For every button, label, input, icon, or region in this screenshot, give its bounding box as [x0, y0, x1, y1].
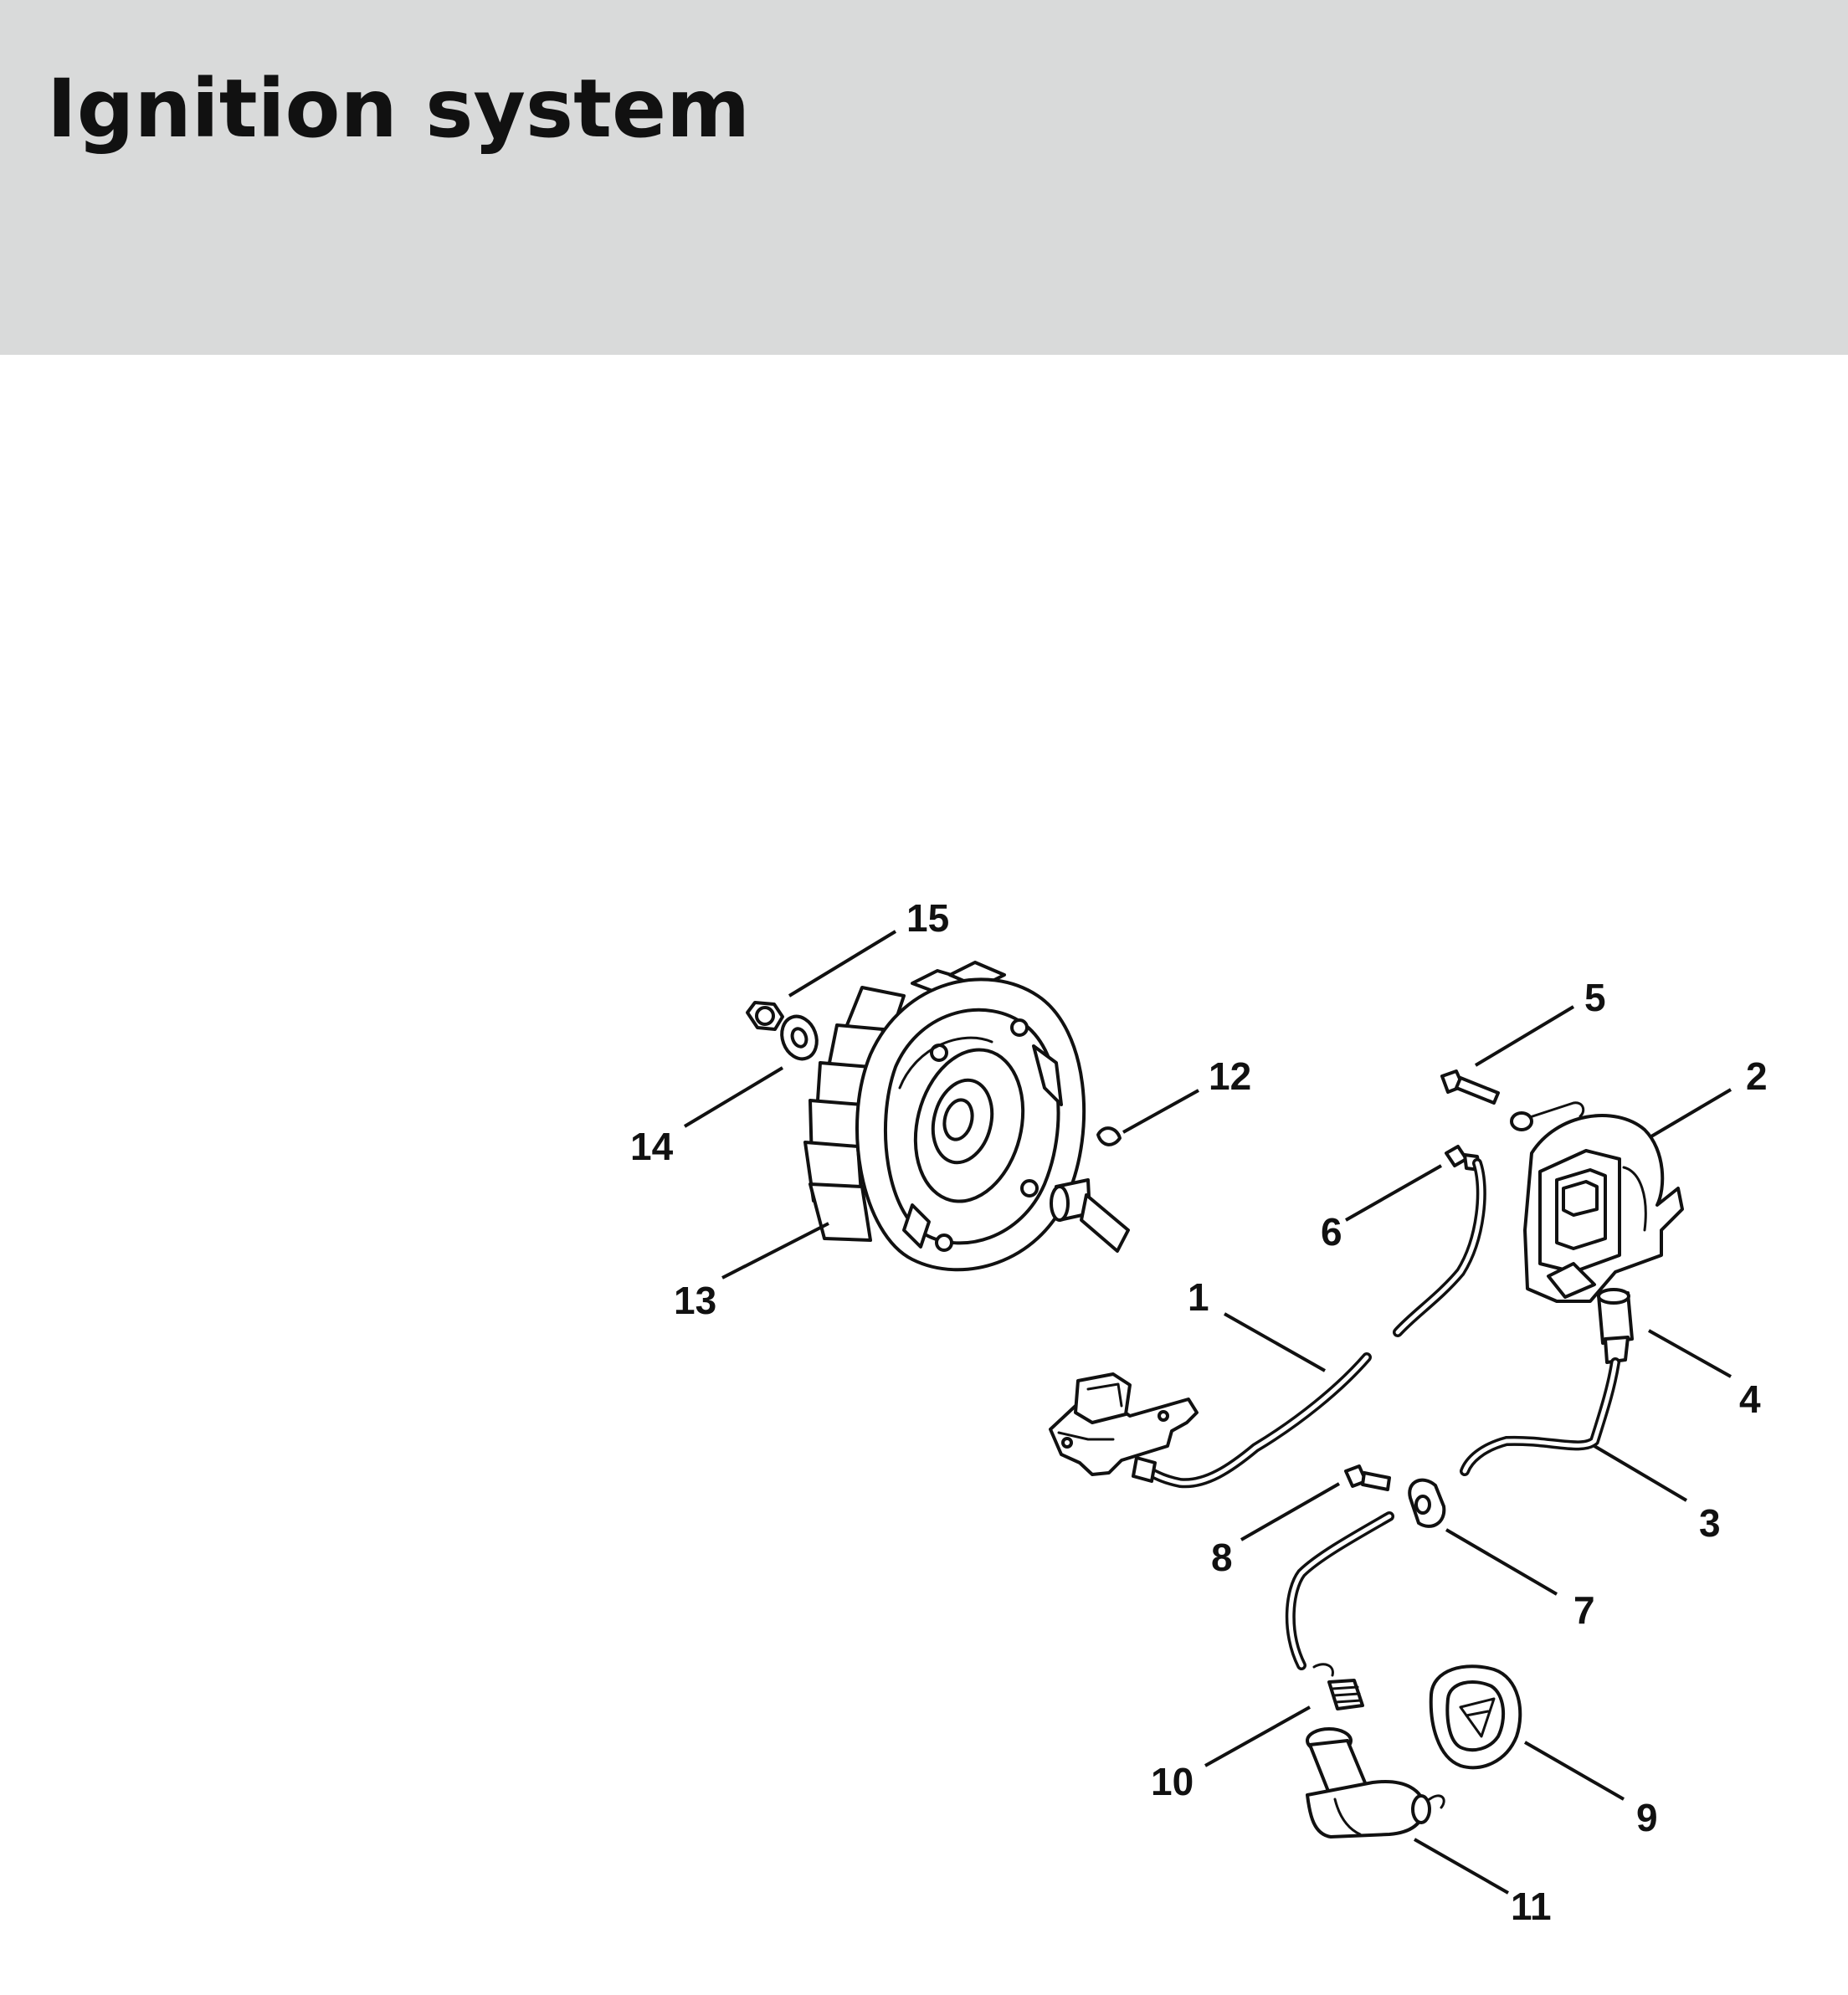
crankshaft-stub: [1050, 1178, 1130, 1253]
lead-to-plug-boot: [1285, 1511, 1394, 1670]
leader-5: [1474, 1005, 1575, 1067]
leader-1: [1224, 1312, 1326, 1372]
part-1-short-circuit-wire: [1132, 1352, 1372, 1489]
leader-7: [1445, 1528, 1558, 1596]
header-band: [0, 0, 1848, 355]
callout-6: 6: [1321, 1210, 1342, 1254]
contact-spring-assembly: [1049, 1372, 1199, 1476]
part-10-spring: [1312, 1663, 1364, 1710]
leader-8: [1240, 1482, 1340, 1541]
callout-3: 3: [1699, 1501, 1721, 1545]
callout-13: 13: [674, 1279, 716, 1322]
callout-10: 10: [1151, 1760, 1194, 1803]
part-9-grommet: [1429, 1664, 1522, 1770]
leader-14: [683, 1066, 784, 1128]
leader-4: [1648, 1329, 1732, 1378]
ring-terminal: [1510, 1101, 1585, 1131]
callout-12: 12: [1209, 1054, 1251, 1098]
part-11-spark-plug-boot: [1306, 1727, 1445, 1839]
part-15-nut: [746, 1001, 784, 1031]
part-13-flywheel: [803, 961, 1086, 1272]
leader-2: [1650, 1088, 1732, 1138]
part-5-screw: [1440, 1069, 1500, 1105]
part-3-ignition-lead: [1460, 1357, 1620, 1476]
part-8-screw: [1344, 1464, 1391, 1491]
leader-11: [1414, 1838, 1509, 1895]
leader-6: [1345, 1164, 1442, 1222]
part-12-key: [1096, 1126, 1122, 1146]
callout-2: 2: [1746, 1054, 1768, 1098]
part-4-terminal-boot: [1597, 1288, 1634, 1364]
callout-11: 11: [1511, 1885, 1552, 1928]
callout-4: 4: [1739, 1377, 1761, 1421]
leader-15: [788, 930, 897, 998]
page-title: Ignition system: [47, 62, 751, 156]
leader-10: [1204, 1705, 1311, 1767]
part-2-ignition-module: [1523, 1114, 1684, 1303]
leader-13: [721, 1222, 829, 1280]
leader-9: [1524, 1741, 1625, 1801]
callout-14: 14: [630, 1125, 674, 1168]
callout-8: 8: [1211, 1536, 1233, 1579]
callout-1: 1: [1188, 1275, 1209, 1319]
short-wire: [1393, 1158, 1486, 1337]
part-7-clamp: [1408, 1478, 1446, 1528]
callout-9: 9: [1636, 1796, 1658, 1839]
leader-12: [1122, 1089, 1199, 1134]
leader-3: [1593, 1444, 1688, 1502]
part-14-washer: [780, 1014, 819, 1061]
callout-15: 15: [906, 896, 949, 940]
callout-5: 5: [1584, 976, 1606, 1019]
callout-7: 7: [1573, 1588, 1595, 1632]
